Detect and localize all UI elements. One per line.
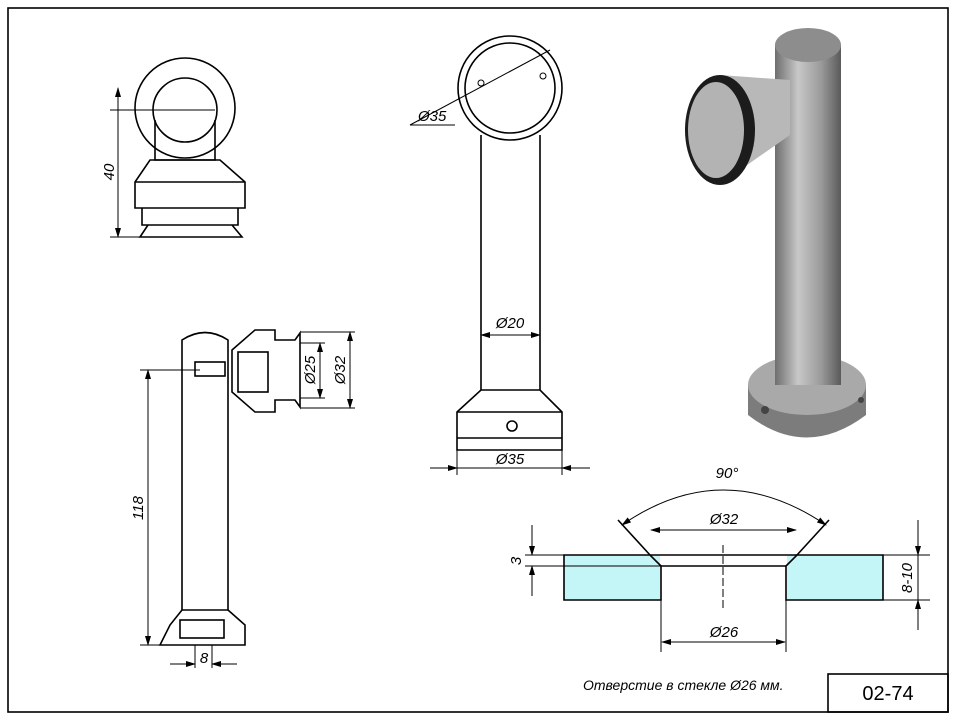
glass-left [564, 555, 660, 600]
side-view: 40 [101, 57, 246, 238]
dim-inner-dia: Ø25 [302, 355, 319, 385]
dim-hole-dia: Ø26 [709, 624, 739, 641]
dim-height-118: 118 [130, 495, 147, 520]
dim-countersink-dia: Ø32 [709, 511, 739, 528]
set-screw-hole [506, 420, 518, 432]
title-block: 02-74 [827, 673, 949, 713]
product-3d-render [685, 28, 866, 438]
section-view: Ø25 Ø32 118 8 [130, 329, 355, 668]
dim-glass-thickness: 8-10 [899, 562, 916, 593]
caption: Отверстие в стекле Ø26 мм. [583, 677, 784, 693]
glass-right [787, 555, 883, 600]
dim-hole-8: 8 [200, 650, 209, 667]
dim-top-dia: Ø35 [417, 108, 447, 125]
dim-base-dia: Ø35 [495, 451, 525, 468]
drawing-frame [7, 7, 949, 713]
glass-hole-detail: 90° Ø32 Ø26 3 8-10 [508, 465, 930, 652]
dim-height-40: 40 [101, 163, 118, 180]
front-view: Ø35 Ø20 Ø35 [409, 35, 590, 475]
dim-outer-dia: Ø32 [332, 355, 349, 385]
dim-angle: 90° [716, 465, 739, 482]
drawing-code: 02-74 [862, 683, 913, 705]
dim-countersink-depth: 3 [508, 556, 525, 565]
dim-tube-dia: Ø20 [495, 315, 525, 332]
